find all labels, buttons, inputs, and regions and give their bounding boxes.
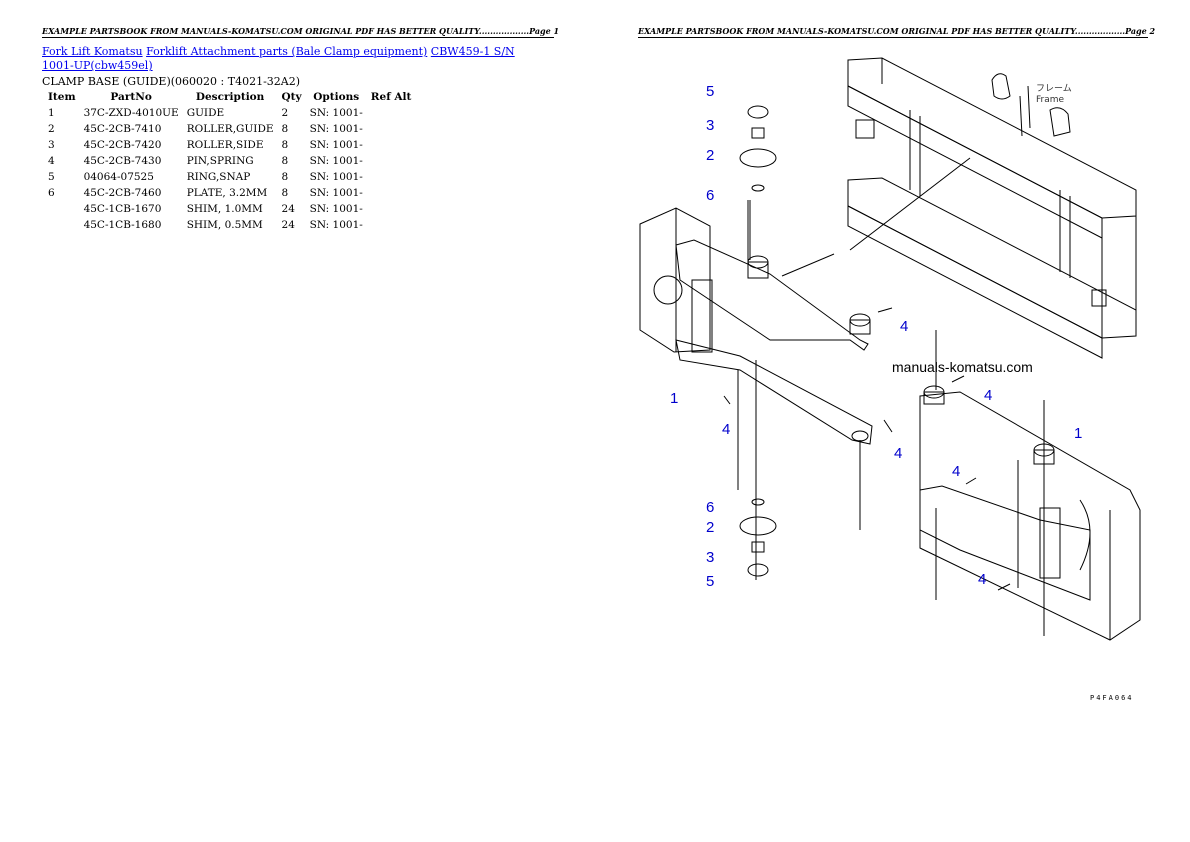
table-row: 4 45C-2CB-7430 PIN,SPRING 8 SN: 1001-: [44, 154, 415, 170]
breadcrumb: Fork Lift Komatsu Forklift Attachment pa…: [42, 45, 522, 73]
cell-qty: 2: [281, 107, 289, 119]
cell-options: SN: 1001-: [309, 155, 363, 167]
cell-qty: 8: [281, 187, 289, 199]
cell-item: 4: [48, 155, 55, 167]
table-header-row: Item PartNo Description Qty Options Ref …: [44, 90, 415, 106]
column-header-refalt: Ref Alt: [370, 91, 412, 103]
callout-1-left: 1: [670, 390, 678, 407]
table-row: 45C-1CB-1680 SHIM, 0.5MM 24 SN: 1001-: [44, 218, 415, 234]
cell-item: 5: [48, 171, 55, 183]
cell-options: SN: 1001-: [309, 107, 363, 119]
cell-partno: 04064-07525: [83, 171, 154, 183]
cell-qty: 24: [281, 203, 295, 215]
cell-qty: 8: [281, 155, 289, 167]
cell-description: RING,SNAP: [186, 171, 251, 183]
cell-item: 6: [48, 187, 55, 199]
upper-roller-stack-drawing: [739, 105, 777, 266]
callout-2-top: 2: [706, 147, 714, 164]
frame-label-en: Frame: [1036, 95, 1065, 105]
watermark-text: manuals-komatsu.com: [892, 359, 1033, 375]
breadcrumb-link-model[interactable]: CBW459-1 S/N 1001-UP(cbw459el): [42, 45, 515, 72]
breadcrumb-link-attachment-parts[interactable]: Forklift Attachment parts (Bale Clamp eq…: [146, 45, 428, 58]
cell-item: 3: [48, 139, 55, 151]
table-row: 5 04064-07525 RING,SNAP 8 SN: 1001-: [44, 170, 415, 186]
cell-refalt: [367, 218, 416, 234]
column-header-description: Description: [195, 91, 265, 103]
exploded-parts-diagram: manuals-komatsu.com フレーム Frame 5 3 2 6 4…: [639, 57, 1141, 641]
callout-2-bottom: 2: [706, 519, 714, 536]
left-clamp-arm-drawing: [639, 200, 873, 580]
cell-options: SN: 1001-: [309, 123, 363, 135]
page1-header: EXAMPLE PARTSBOOK FROM MANUALS-KOMATSU.C…: [42, 26, 560, 38]
cell-qty: 8: [281, 139, 289, 151]
cell-options: SN: 1001-: [309, 139, 363, 151]
table-row: 1 37C-ZXD-4010UE GUIDE 2 SN: 1001-: [44, 106, 415, 122]
cell-options: SN: 1001-: [309, 187, 363, 199]
cell-partno: 37C-ZXD-4010UE: [83, 107, 179, 119]
cell-partno: 45C-2CB-7410: [83, 123, 162, 135]
column-header-options: Options: [313, 91, 360, 103]
drawing-code: P4FA064: [1090, 694, 1134, 702]
right-clamp-arm-drawing: [919, 330, 1141, 641]
callout-5-top: 5: [706, 83, 714, 100]
column-header-qty: Qty: [281, 91, 302, 103]
cell-description: GUIDE: [186, 107, 225, 119]
cell-refalt: [367, 138, 416, 154]
callout-3-bottom: 3: [706, 549, 714, 566]
parts-table: Item PartNo Description Qty Options Ref …: [44, 90, 415, 234]
lower-roller-stack-drawing: [739, 498, 777, 577]
cell-options: SN: 1001-: [309, 219, 363, 231]
cell-partno: 45C-2CB-7460: [83, 187, 162, 199]
cell-qty: 8: [281, 171, 289, 183]
callout-4-d: 4: [894, 445, 902, 462]
cell-qty: 24: [281, 219, 295, 231]
callout-1-right: 1: [1074, 425, 1082, 442]
callout-4-c: 4: [984, 387, 992, 404]
column-header-partno: PartNo: [110, 91, 152, 103]
callout-4-a: 4: [900, 318, 908, 335]
callout-4-b: 4: [722, 421, 730, 438]
cell-description: SHIM, 0.5MM: [186, 219, 263, 231]
breadcrumb-link-forklift[interactable]: Fork Lift Komatsu: [42, 45, 143, 58]
cell-description: ROLLER,GUIDE: [186, 123, 274, 135]
table-row: 45C-1CB-1670 SHIM, 1.0MM 24 SN: 1001-: [44, 202, 415, 218]
table-row: 3 45C-2CB-7420 ROLLER,SIDE 8 SN: 1001-: [44, 138, 415, 154]
cell-partno: 45C-2CB-7420: [83, 139, 162, 151]
cell-refalt: [367, 186, 416, 202]
cell-qty: 8: [281, 123, 289, 135]
cell-refalt: [367, 202, 416, 218]
cell-options: SN: 1001-: [309, 203, 363, 215]
callout-4-f: 4: [978, 571, 986, 588]
cell-options: SN: 1001-: [309, 171, 363, 183]
cell-item: 1: [48, 107, 55, 119]
callout-5-bottom: 5: [706, 573, 714, 590]
cell-description: ROLLER,SIDE: [186, 139, 264, 151]
callout-6-top: 6: [706, 187, 714, 204]
cell-partno: 45C-2CB-7430: [83, 155, 162, 167]
cell-refalt: [367, 106, 416, 122]
cell-item: 2: [48, 123, 55, 135]
table-row: 2 45C-2CB-7410 ROLLER,GUIDE 8 SN: 1001-: [44, 122, 415, 138]
cell-refalt: [367, 154, 416, 170]
spring-pins-drawing: [723, 307, 1011, 591]
frame-label-jp: フレーム: [1036, 83, 1072, 94]
column-header-item: Item: [48, 91, 76, 103]
callout-4-e: 4: [952, 463, 960, 480]
cell-description: PIN,SPRING: [186, 155, 254, 167]
callout-3-top: 3: [706, 117, 714, 134]
cell-partno: 45C-1CB-1680: [83, 219, 162, 231]
cell-item: [44, 202, 80, 218]
cell-description: SHIM, 1.0MM: [186, 203, 263, 215]
cell-partno: 45C-1CB-1670: [83, 203, 162, 215]
section-title: CLAMP BASE (GUIDE)(060020 : T4021-32A2): [42, 75, 301, 88]
callout-6-bottom: 6: [706, 499, 714, 516]
cell-refalt: [367, 122, 416, 138]
frame-drawing: [781, 57, 1137, 359]
page2-header: EXAMPLE PARTSBOOK FROM MANUALS-KOMATSU.C…: [638, 26, 1156, 38]
cell-refalt: [367, 170, 416, 186]
cell-description: PLATE, 3.2MM: [186, 187, 268, 199]
table-row: 6 45C-2CB-7460 PLATE, 3.2MM 8 SN: 1001-: [44, 186, 415, 202]
cell-item: [44, 218, 80, 234]
